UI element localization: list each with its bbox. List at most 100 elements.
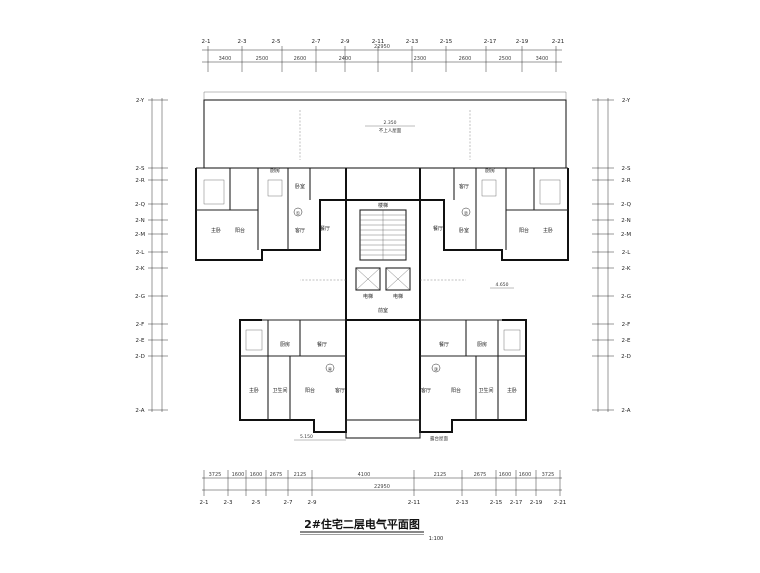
unit-lower-left: 主卧 卫生间 阳台 客厅 厨房 餐厅 ④ xyxy=(239,319,347,433)
bottom-axis-label: 2-17 xyxy=(510,500,523,506)
right-axis-label: 2-G xyxy=(621,294,631,300)
top-total-dim: 22950 xyxy=(374,44,390,50)
room-label: 主卧 xyxy=(249,387,259,394)
top-dim: 2500 xyxy=(256,56,269,62)
right-axis-label: 2-F xyxy=(622,322,631,328)
right-axis-label: 2-D xyxy=(621,354,631,360)
left-axis-label: 2-D xyxy=(135,354,145,360)
roof-note: 不上人屋面 xyxy=(379,127,402,134)
top-axis-label: 2-9 xyxy=(341,39,350,45)
top-axis-label: 2-1 xyxy=(202,39,211,45)
bottom-axis-label: 2-21 xyxy=(554,500,566,506)
bottom-dim: 3725 xyxy=(209,472,222,478)
top-axis-label: 2-19 xyxy=(516,39,529,45)
room-label: 卧室 xyxy=(295,183,305,190)
right-axis-label: 2-Q xyxy=(621,202,632,208)
bottom-axis-label: 2-1 xyxy=(200,500,209,506)
room-label: 餐厅 xyxy=(433,225,443,232)
right-dimension-chain: 2-Y 2-S 2-R 2-Q 2-N 2-M 2-L 2-K 2-G 2-F … xyxy=(592,98,632,414)
top-axis-label: 2-13 xyxy=(406,39,419,45)
top-axis-label: 2-3 xyxy=(238,39,247,45)
room-label: 电梯 xyxy=(393,293,403,300)
unit-marker: ② xyxy=(464,211,469,217)
unit-lower-right: 主卧 卫生间 阳台 客厅 厨房 餐厅 ③ xyxy=(419,319,527,433)
right-axis-label: 2-M xyxy=(621,232,631,238)
bottom-dim: 2125 xyxy=(294,472,307,478)
bottom-dim: 3725 xyxy=(542,472,555,478)
room-label: 阳台 xyxy=(305,387,315,394)
room-label: 阳台 xyxy=(451,387,461,394)
bottom-dim: 4100 xyxy=(358,472,371,478)
left-axis-label: 2-E xyxy=(136,338,145,344)
plan-title: 2#住宅二层电气平面图 xyxy=(304,517,420,531)
room-label: 卫生间 xyxy=(478,387,493,394)
left-axis-label: 2-K xyxy=(135,266,144,272)
room-label: 客厅 xyxy=(335,387,345,394)
top-dim: 3400 xyxy=(536,56,549,62)
right-axis-label: 2-A xyxy=(621,408,630,414)
unit-marker: ① xyxy=(296,211,301,217)
stair-core: 楼梯 电梯 电梯 前室 xyxy=(300,199,466,321)
top-axis-label: 2-15 xyxy=(440,39,453,45)
top-dim: 2600 xyxy=(294,56,307,62)
room-label: 卧室 xyxy=(459,227,469,234)
room-label: 厨房 xyxy=(477,341,487,348)
plan-scale: 1:100 xyxy=(429,536,443,542)
left-axis-label: 2-Q xyxy=(135,202,146,208)
room-label: 客厅 xyxy=(421,387,431,394)
left-axis-label: 2-Y xyxy=(136,98,145,104)
room-label: 阳台 xyxy=(235,227,245,234)
left-dimension-chain: 2-Y 2-S 2-R 2-Q 2-N 2-M 2-L 2-K 2-G 2-F … xyxy=(135,98,168,414)
plan-title-block: 2#住宅二层电气平面图 1:100 xyxy=(300,517,443,542)
bottom-dim: 2675 xyxy=(270,472,283,478)
room-label: 主卧 xyxy=(211,227,221,234)
right-axis-label: 2-N xyxy=(621,218,631,224)
bottom-axis-label: 2-13 xyxy=(456,500,469,506)
top-dim: 2600 xyxy=(459,56,472,62)
bottom-axis-label: 2-19 xyxy=(530,500,543,506)
left-axis-label: 2-G xyxy=(135,294,145,300)
bottom-axis-label: 2-9 xyxy=(308,500,317,506)
left-axis-label: 2-L xyxy=(136,250,145,256)
left-axis-label: 2-N xyxy=(135,218,145,224)
roof-elevation: 2.350 xyxy=(384,120,397,126)
bottom-axis-label: 2-7 xyxy=(284,500,293,506)
left-axis-label: 2-F xyxy=(136,322,145,328)
top-axis-label: 2-5 xyxy=(272,39,281,45)
room-label: 电梯 xyxy=(363,293,373,300)
bottom-axis-label: 2-15 xyxy=(490,500,503,506)
entrance-canopy: 5.150 露台屋面 xyxy=(294,419,448,442)
top-axis-label: 2-7 xyxy=(312,39,321,45)
right-axis-label: 2-Y xyxy=(622,98,631,104)
top-dimension-chain: 22950 3400 2500 2600 2400 2300 2600 2500… xyxy=(202,39,564,72)
right-axis-label: 2-R xyxy=(621,178,630,184)
bottom-dimension-chain: 22950 3725 1600 1600 2675 2125 4100 2125… xyxy=(200,470,566,506)
unit-upper-right: 主卧 阳台 客厅 卧室 餐厅 厨房 ② 4.650 xyxy=(419,167,569,289)
top-axis-label: 2-11 xyxy=(372,39,384,45)
top-dim: 2300 xyxy=(414,56,427,62)
room-label: 主卧 xyxy=(543,227,553,234)
left-axis-label: 2-M xyxy=(135,232,145,238)
left-axis-label: 2-A xyxy=(135,408,144,414)
roof-outline: 2.350 不上人屋面 xyxy=(203,91,567,169)
room-label: 客厅 xyxy=(459,183,469,190)
elevation-mark: 4.650 xyxy=(496,282,509,288)
room-label: 厨房 xyxy=(280,341,290,348)
right-axis-label: 2-S xyxy=(622,166,631,172)
bottom-axis-label: 2-11 xyxy=(408,500,420,506)
room-label: 餐厅 xyxy=(317,341,327,348)
unit-marker: ④ xyxy=(328,367,333,373)
right-axis-label: 2-E xyxy=(622,338,631,344)
right-axis-label: 2-K xyxy=(621,266,630,272)
left-axis-label: 2-R xyxy=(135,178,144,184)
bottom-axis-label: 2-5 xyxy=(252,500,261,506)
bottom-dim: 2125 xyxy=(434,472,447,478)
top-dim: 2500 xyxy=(499,56,512,62)
room-label: 主卧 xyxy=(507,387,517,394)
bottom-dim: 1600 xyxy=(232,472,245,478)
room-label: 餐厅 xyxy=(320,225,330,232)
bottom-dim: 2675 xyxy=(474,472,487,478)
left-axis-label: 2-S xyxy=(136,166,145,172)
bottom-dim: 1600 xyxy=(250,472,263,478)
